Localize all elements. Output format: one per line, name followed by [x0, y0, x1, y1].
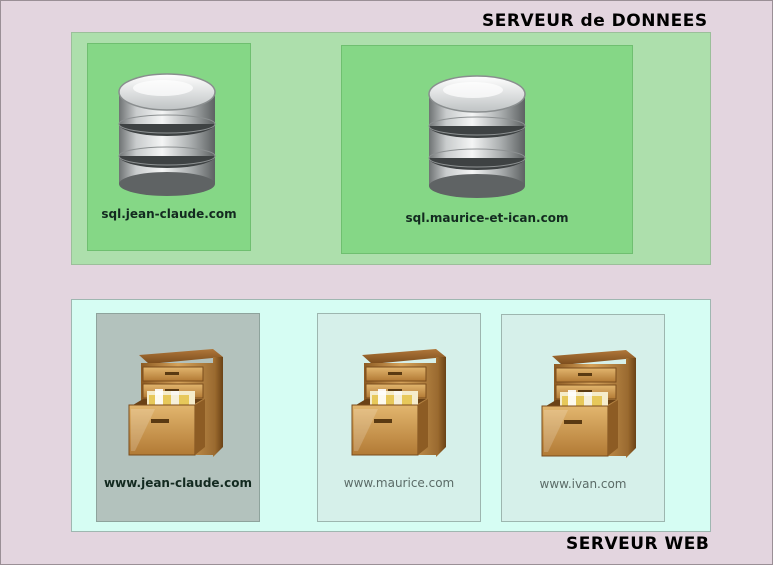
file-cabinet-icon — [538, 348, 638, 468]
database-icon — [117, 64, 217, 199]
file-cabinet-icon — [125, 347, 225, 467]
file-cabinet-icon — [348, 347, 448, 467]
website-box-maurice[interactable]: www.maurice.com — [317, 313, 481, 522]
database-box-jean-claude[interactable]: sql.jean-claude.com — [87, 43, 251, 251]
database-box-maurice-et-ican[interactable]: sql.maurice-et-ican.com — [341, 45, 633, 254]
website-label: www.maurice.com — [343, 476, 455, 490]
database-label: sql.jean-claude.com — [101, 207, 237, 221]
web-server-title: SERVEUR WEB — [566, 534, 710, 554]
database-label: sql.maurice-et-ican.com — [405, 211, 569, 225]
web-server-zone: www.jean-claude.com www.maurice.com www.… — [71, 299, 711, 532]
website-label: www.ivan.com — [539, 477, 627, 491]
website-box-jean-claude[interactable]: www.jean-claude.com — [96, 313, 260, 522]
database-server-title: SERVEUR de DONNEES — [482, 11, 708, 31]
website-box-ivan[interactable]: www.ivan.com — [501, 314, 665, 522]
database-server-zone: sql.jean-claude.com sql.maurice-et-ican.… — [71, 32, 711, 265]
database-icon — [427, 66, 527, 201]
website-label: www.jean-claude.com — [104, 476, 252, 490]
